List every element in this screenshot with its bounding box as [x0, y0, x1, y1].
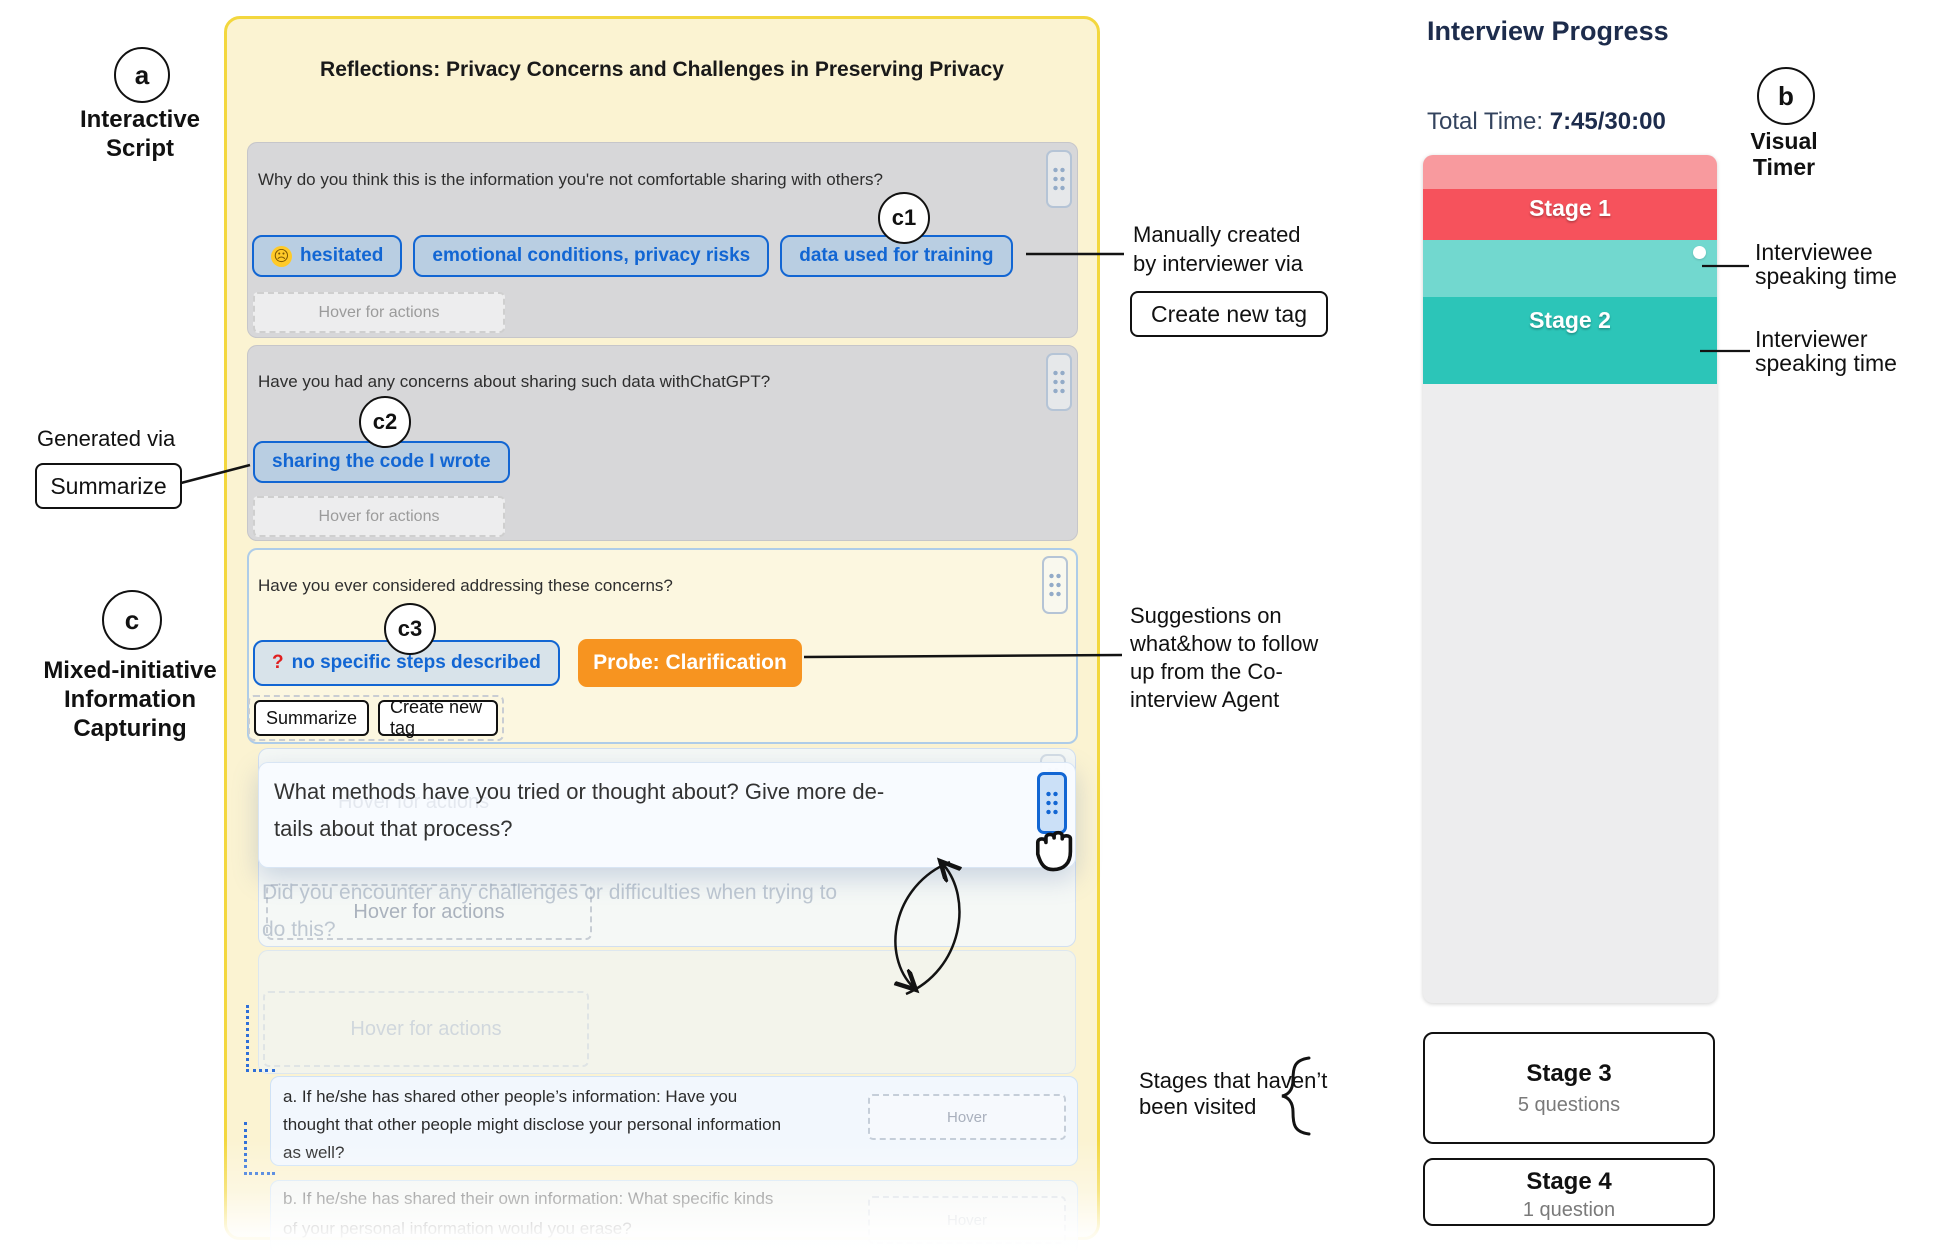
- total-time-label: Total Time:: [1427, 108, 1544, 135]
- tag-label: emotional conditions, privacy risks: [432, 245, 751, 266]
- subquestion-b-text: b. If he/she has shared their own inform…: [283, 1189, 774, 1238]
- tag-emotional-conditions[interactable]: emotional conditions, privacy risks: [413, 235, 770, 277]
- grab-hand-cursor-icon: [1035, 830, 1073, 872]
- total-time: Total Time: 7:45/30:00: [1427, 108, 1666, 136]
- manual-tag-note: Manually created by interviewer via: [1133, 222, 1303, 276]
- subquestion-a-text: a. If he/she has shared other people’s i…: [283, 1087, 782, 1162]
- probe-clarification-button[interactable]: Probe: Clarification: [578, 639, 802, 687]
- drag-dots-icon: [1045, 790, 1059, 816]
- callout-c-letter: c: [124, 604, 140, 635]
- callout-b-caption: Visual Timer: [1750, 128, 1818, 180]
- tag-label: hesitated: [300, 245, 384, 266]
- create-new-tag-callout-box: Create new tag: [1130, 291, 1328, 337]
- stage2-interviewer-segment: Stage 2: [1423, 297, 1717, 384]
- drag-dots-icon: [1052, 369, 1066, 395]
- ghost-hover-for-actions: Hover for actions: [266, 884, 592, 940]
- question-mark-icon: ?: [272, 652, 284, 673]
- callout-c1-circle: c1: [878, 192, 930, 244]
- tag-label: data used for training: [799, 245, 994, 266]
- callout-b-circle: b: [1757, 67, 1815, 125]
- interviewee-note: Interviewee speaking time: [1755, 239, 1897, 289]
- tag-row-card-1: ☹ hesitated emotional conditions, privac…: [252, 235, 1013, 277]
- tag-sharing-the-code[interactable]: sharing the code I wrote: [253, 441, 510, 483]
- drag-dots-icon: [1048, 572, 1062, 598]
- callout-c3-letter: c3: [397, 616, 423, 641]
- tag-row-card-2: sharing the code I wrote: [253, 441, 510, 483]
- generated-via-label: Generated via: [37, 426, 176, 451]
- sad-face-icon: ☹: [271, 245, 292, 267]
- dragged-question-card[interactable]: Hover for actions What methods have you …: [258, 762, 1076, 868]
- create-new-tag-button[interactable]: Create new tag: [378, 697, 498, 738]
- callout-c2-letter: c2: [372, 409, 398, 434]
- hover-subquestion-a[interactable]: Hover: [868, 1094, 1066, 1140]
- callout-c-caption: Mixed-initiative Information Capturing: [43, 657, 217, 742]
- visual-timer: Stage 1 Stage 2: [1423, 155, 1717, 1003]
- stage-3-subtitle: 5 questions: [1517, 1094, 1621, 1116]
- drag-handle-active[interactable]: [1037, 772, 1067, 834]
- stage-4-subtitle: 1 question: [1522, 1199, 1616, 1221]
- summarize-button[interactable]: Summarize: [254, 700, 370, 736]
- callout-c-circle: c: [102, 590, 162, 650]
- hover-for-actions-1[interactable]: Hover for actions: [253, 292, 505, 333]
- interviewer-note: Interviewer speaking time: [1755, 326, 1897, 376]
- stage-3-title: Stage 3: [1526, 1060, 1612, 1087]
- callout-c1-letter: c1: [891, 205, 917, 230]
- drag-dots-icon: [1052, 166, 1066, 192]
- question-2-text: Have you had any concerns about sharing …: [258, 372, 771, 391]
- drag-handle-card-2[interactable]: [1046, 353, 1072, 411]
- progress-title: Interview Progress: [1427, 16, 1669, 46]
- callout-a-circle: a: [114, 47, 170, 103]
- subquestion-connector-a: [246, 1005, 275, 1072]
- stage-4-box[interactable]: Stage 4 1 question: [1423, 1158, 1715, 1226]
- stage1-interviewer-segment: Stage 1: [1423, 189, 1717, 240]
- probe-note: Suggestions on what&how to follow up fro…: [1130, 603, 1319, 712]
- card-3-actions: Summarize Create new tag: [248, 695, 504, 741]
- timer-dot-icon: [1693, 246, 1706, 259]
- subquestion-connector-b: [244, 1122, 275, 1175]
- callout-a-letter: a: [134, 59, 150, 90]
- tag-label: no specific steps described: [291, 652, 541, 673]
- drag-handle-card-1[interactable]: [1046, 150, 1072, 208]
- callout-a-caption: Interactive Script: [79, 106, 201, 162]
- callout-b-letter: b: [1778, 80, 1794, 111]
- faded-question-card: [258, 950, 1076, 1074]
- total-time-value: 7:45/30:00: [1549, 108, 1666, 135]
- unvisited-note: Stages that haven’t been visited: [1139, 1068, 1328, 1119]
- question-3-text: Have you ever considered addressing thes…: [258, 576, 673, 595]
- callout-c2-circle: c2: [359, 396, 411, 448]
- stage1-interviewee-segment: [1423, 155, 1717, 189]
- hover-ghost-text: Hover for actions: [338, 791, 490, 813]
- dragged-question-text: What methods have you tried or thought a…: [274, 779, 885, 841]
- tag-label: sharing the code I wrote: [272, 451, 491, 472]
- stage-4-title: Stage 4: [1526, 1168, 1612, 1195]
- script-title: Reflections: Privacy Concerns and Challe…: [320, 58, 1004, 81]
- tag-hesitated[interactable]: ☹ hesitated: [252, 235, 403, 277]
- summarize-callout-box: Summarize: [35, 463, 182, 509]
- question-1-text: Why do you think this is the information…: [258, 170, 883, 189]
- callout-c3-circle: c3: [384, 603, 436, 655]
- stage2-interviewee-segment: [1423, 240, 1717, 297]
- hover-for-actions-2[interactable]: Hover for actions: [253, 496, 505, 537]
- hover-subquestion-b[interactable]: Hover: [868, 1196, 1066, 1244]
- drag-handle-card-3[interactable]: [1042, 556, 1068, 614]
- stage-3-box[interactable]: Stage 3 5 questions: [1423, 1032, 1715, 1144]
